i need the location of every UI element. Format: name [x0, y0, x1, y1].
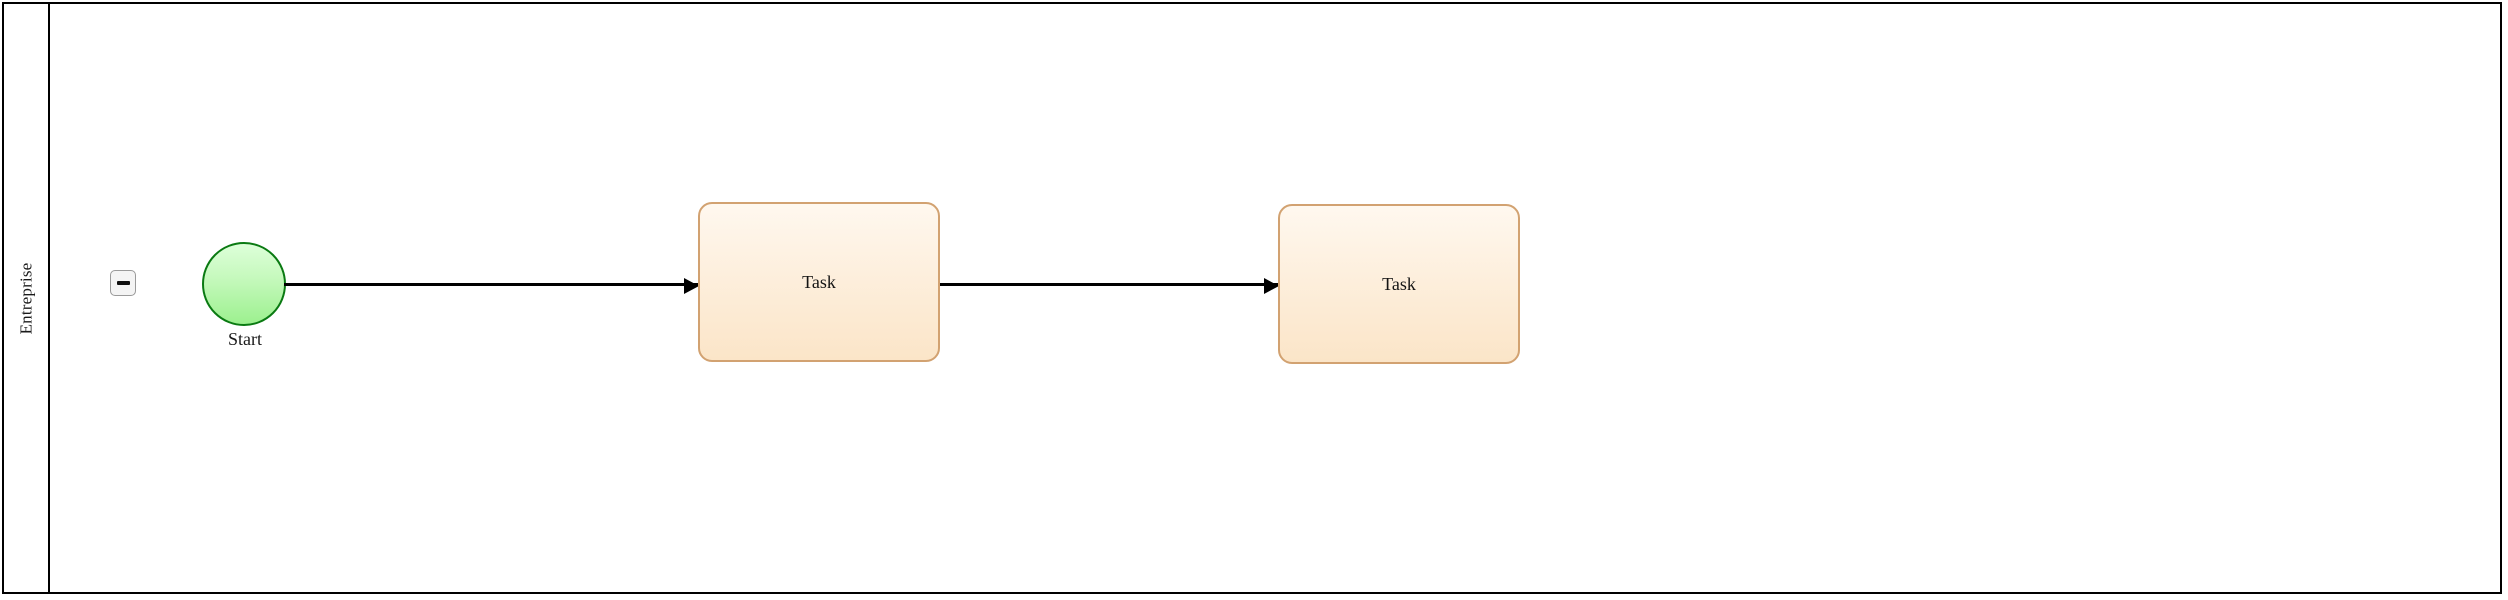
sequence-flow-start-to-task1[interactable]: [284, 278, 699, 294]
sequence-flow-task1-to-task2[interactable]: [940, 278, 1279, 294]
pool-body: Start Task Task: [50, 4, 2500, 592]
arrowhead-icon: [1264, 278, 1279, 294]
minus-icon: [116, 281, 130, 285]
pool-header[interactable]: Entreprise: [4, 4, 50, 592]
task-label: Task: [802, 271, 836, 292]
task-node-1[interactable]: Task: [698, 202, 940, 362]
start-event-label: Start: [228, 329, 262, 349]
task-node-2[interactable]: Task: [1278, 204, 1520, 364]
task-label: Task: [1382, 273, 1416, 294]
pool-name-label: Entreprise: [16, 262, 36, 334]
pool-collapse-button[interactable]: [110, 270, 136, 296]
arrowhead-icon: [684, 278, 699, 294]
start-event-node[interactable]: [202, 242, 286, 326]
